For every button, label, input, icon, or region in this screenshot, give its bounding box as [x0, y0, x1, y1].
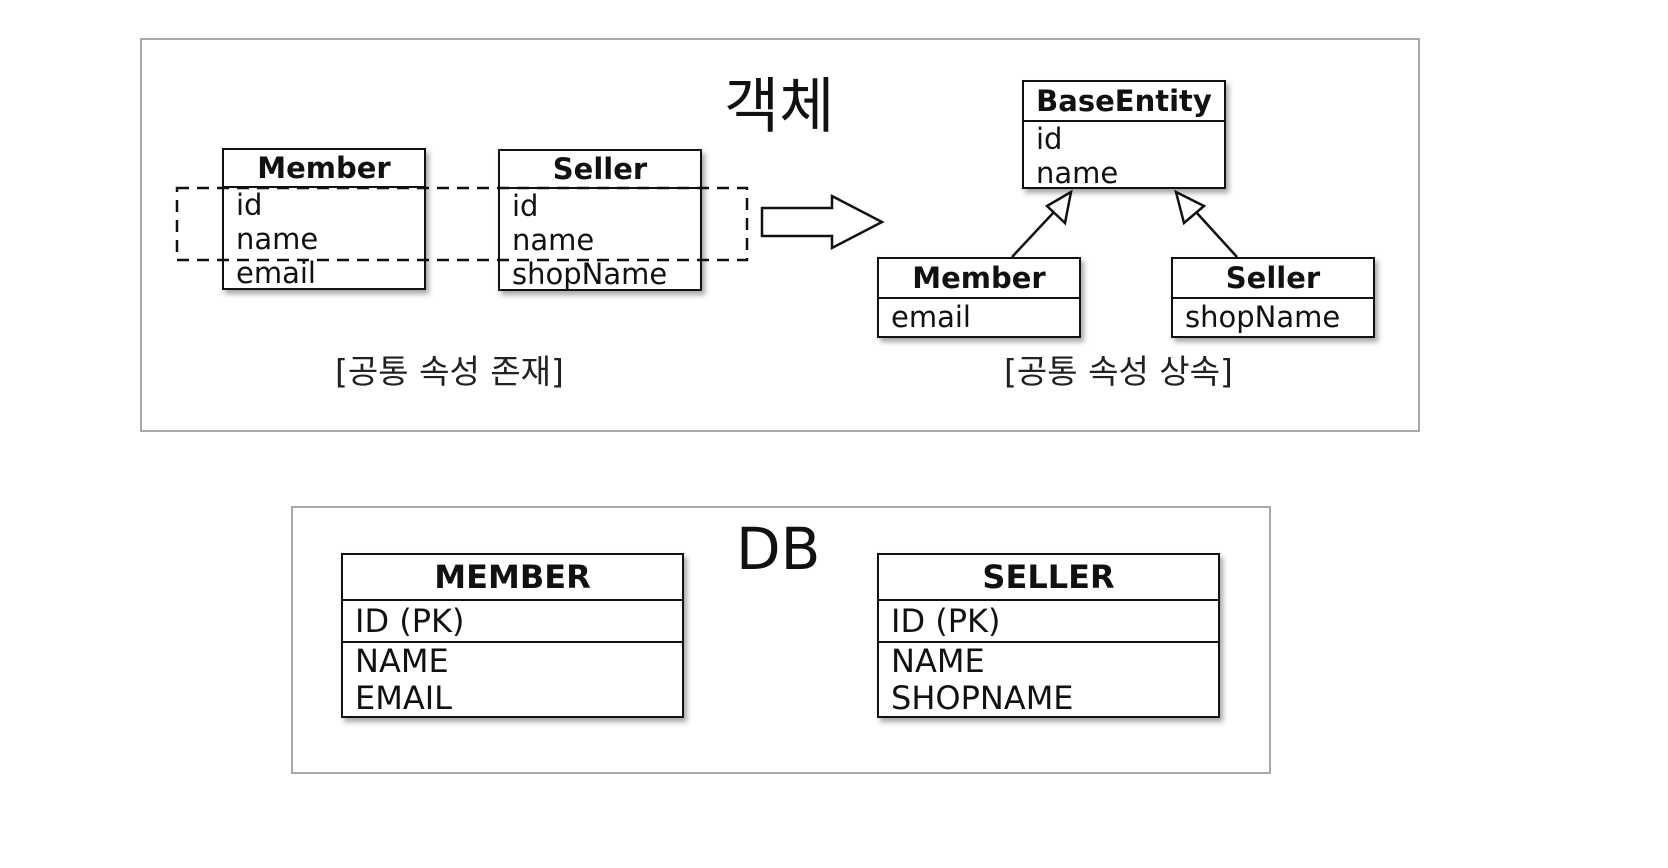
- member-table-pk: ID (PK): [355, 602, 465, 640]
- member-field-id: id: [236, 188, 263, 222]
- member-subclass-field-email: email: [891, 300, 971, 334]
- seller-table-header: SELLER: [879, 555, 1218, 601]
- member-subclass-box: Member email: [877, 257, 1081, 338]
- common-attributes-dashed-box: [175, 186, 749, 262]
- member-subclass-header: Member: [879, 259, 1079, 299]
- seller-table-pk: ID (PK): [891, 602, 1001, 640]
- seller-subclass-header: Seller: [1173, 259, 1373, 299]
- seller-subclass-box: Seller shopName: [1171, 257, 1375, 338]
- member-table-field-email: EMAIL: [355, 679, 452, 717]
- seller-inheritance-line: [1195, 211, 1238, 258]
- seller-inheritance-arrowhead: [1174, 189, 1207, 226]
- db-panel-title: DB: [736, 515, 821, 583]
- member-field-name: name: [236, 222, 319, 256]
- baseentity-field-name: name: [1036, 156, 1119, 190]
- seller-class-box: Seller id name shopName: [498, 149, 702, 291]
- seller-table-field-name: NAME: [891, 642, 985, 680]
- member-inheritance-line: [1011, 211, 1055, 258]
- member-class-box: Member id name email: [222, 148, 426, 290]
- baseentity-class-box: BaseEntity id name: [1022, 80, 1226, 190]
- common-attributes-exist-caption: [공통 속성 존재]: [335, 352, 564, 391]
- seller-field-shopname: shopName: [512, 257, 668, 291]
- baseentity-class-header: BaseEntity: [1024, 82, 1224, 122]
- common-attributes-inherit-caption: [공통 속성 상속]: [1004, 352, 1233, 391]
- member-inheritance-arrowhead: [1044, 189, 1073, 226]
- transform-arrow: [760, 193, 885, 251]
- seller-table-box: SELLER ID (PK) NAME SHOPNAME: [877, 553, 1220, 718]
- member-table-header: MEMBER: [343, 555, 682, 601]
- baseentity-field-id: id: [1036, 122, 1063, 156]
- seller-field-id: id: [512, 189, 539, 223]
- seller-field-name: name: [512, 223, 595, 257]
- member-field-email: email: [236, 256, 316, 290]
- seller-subclass-field-shopname: shopName: [1185, 300, 1341, 334]
- seller-table-field-shopname: SHOPNAME: [891, 679, 1074, 717]
- member-table-box: MEMBER ID (PK) NAME EMAIL: [341, 553, 684, 718]
- member-table-field-name: NAME: [355, 642, 449, 680]
- object-panel-title: 객체: [724, 72, 835, 142]
